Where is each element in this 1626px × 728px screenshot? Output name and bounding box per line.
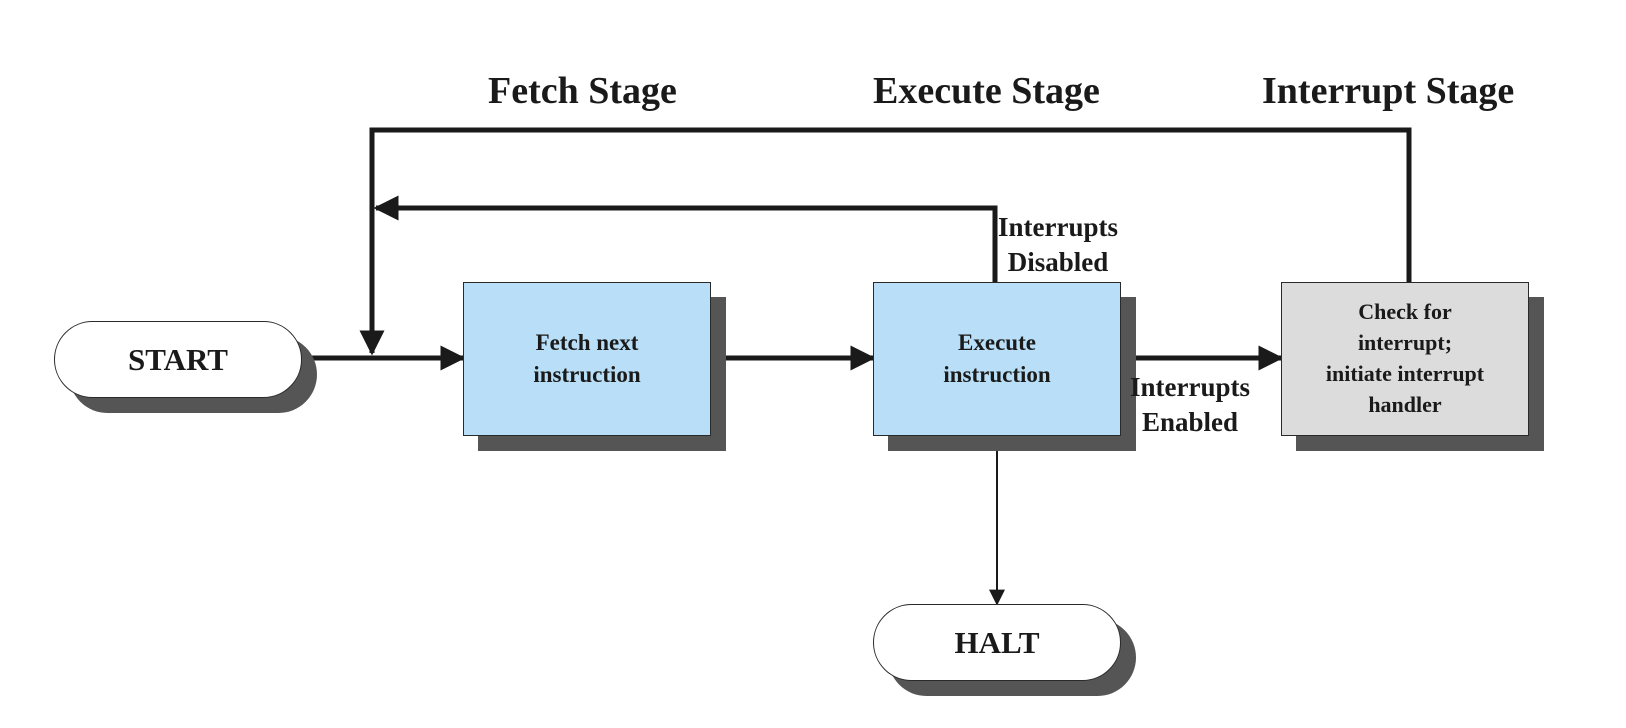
interrupt-label-line3: initiate interrupt — [1325, 361, 1485, 386]
fetch-label-line1: Fetch next — [535, 329, 639, 355]
execute-label-line1: Execute — [958, 329, 1036, 355]
interrupt-label-line1: Check for — [1358, 299, 1452, 325]
interrupt-stage-title: Interrupt Stage — [1262, 70, 1515, 112]
interrupt-check-box: Check for interrupt; initiate interrupt … — [1281, 282, 1529, 436]
fetch-stage-title: Fetch Stage — [488, 70, 677, 112]
execute-instruction-box: Execute instruction — [873, 282, 1121, 436]
start-node: START — [54, 321, 302, 398]
execute-label-line2: instruction — [943, 362, 1051, 387]
edge-interrupt-return-loop — [359, 127, 1412, 356]
fetch-instruction-box: Fetch next instruction — [463, 282, 711, 436]
halt-node: HALT — [873, 604, 1121, 681]
fetch-label-line2: instruction — [533, 362, 641, 387]
interrupts-enabled-line1: Interrupts — [1130, 372, 1250, 402]
start-label: START — [128, 341, 228, 377]
interrupt-label-line2: interrupt; — [1357, 330, 1453, 356]
halt-label: HALT — [954, 624, 1040, 660]
interrupts-disabled-line2: Disabled — [1007, 247, 1109, 278]
interrupts-disabled-label: Interrupts Disabled — [998, 210, 1118, 280]
interrupts-enabled-label: Interrupts Enabled — [1130, 370, 1250, 440]
interrupts-enabled-line2: Enabled — [1141, 407, 1239, 438]
interrupts-disabled-line1: Interrupts — [998, 212, 1118, 242]
execute-stage-title: Execute Stage — [873, 70, 1100, 112]
edge-interrupts-disabled-loop — [373, 195, 998, 282]
interrupt-label-line4: handler — [1368, 391, 1442, 417]
